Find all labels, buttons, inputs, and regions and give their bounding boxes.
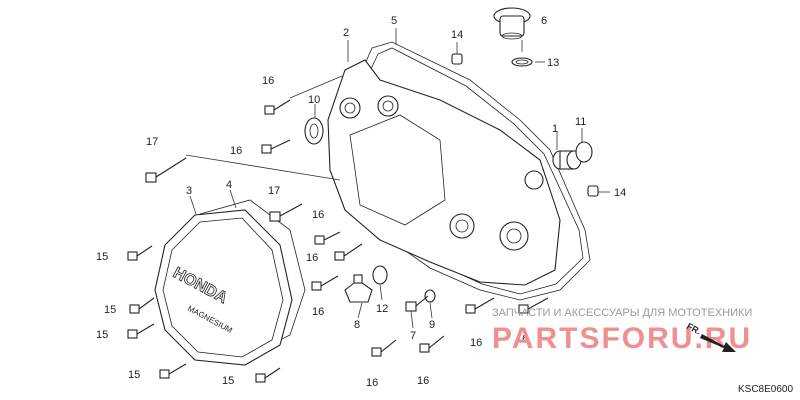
flange-bolt (518, 297, 549, 314)
clutch-cover: HONDA MAGNESIUM (154, 209, 293, 366)
flange-bolt (314, 231, 341, 245)
callout-15: 15 (96, 329, 108, 341)
oil-filler-o-ring (511, 57, 533, 67)
watermark: ЗАПЧАСТИ И АКСЕССУАРЫ ДЛЯ МОТОТЕХНИКИ PA… (492, 307, 752, 355)
callout-15: 15 (128, 369, 140, 381)
right-crankcase-cover (327, 59, 561, 286)
callout-4: 4 (226, 179, 232, 191)
watermark-logo: PARTSFORU.RU (492, 322, 752, 355)
callout-9: 9 (429, 319, 435, 331)
flange-bolt (261, 139, 291, 154)
callout-16: 16 (516, 333, 528, 345)
callout-16: 16 (366, 377, 378, 389)
dowel-pin (587, 185, 599, 197)
callout-14: 14 (614, 187, 626, 199)
o-ring (372, 265, 388, 285)
callout-16: 16 (312, 209, 324, 221)
callouts: 2 5 14 6 13 16 10 1 11 17 16 3 4 17 14 1… (96, 15, 626, 389)
callout-16: 16 (417, 375, 429, 387)
callout-15: 15 (104, 304, 116, 316)
callout-17: 17 (268, 185, 280, 197)
flange-bolt (145, 157, 187, 183)
callout-7: 7 (410, 330, 416, 342)
flange-bolt (127, 323, 155, 339)
callout-13: 13 (547, 57, 559, 69)
callout-11: 11 (575, 116, 586, 128)
callout-16: 16 (312, 306, 324, 318)
callout-17: 17 (146, 136, 158, 148)
flange-bolt (405, 295, 429, 312)
flange-bolt (465, 297, 495, 314)
flange-bolt (129, 297, 155, 314)
flange-bolt (255, 367, 281, 383)
callout-1: 1 (552, 123, 558, 135)
callout-3: 3 (186, 185, 192, 197)
callout-5: 5 (391, 15, 397, 27)
bushing (552, 150, 582, 170)
callout-15: 15 (96, 251, 108, 263)
callout-16: 16 (306, 252, 318, 264)
diagram-code: KSC8E0600 (738, 384, 793, 395)
callout-2: 2 (343, 27, 349, 39)
flange-bolt (311, 275, 339, 291)
o-ring (575, 141, 593, 163)
dowel-pin (451, 53, 463, 65)
leader-lines (185, 28, 610, 329)
oil-seal (304, 117, 324, 145)
flange-bolt (334, 243, 363, 261)
sealing-washer (424, 289, 436, 303)
flange-bolt (419, 335, 445, 353)
flange-bolt (269, 203, 303, 222)
watermark-tagline: ЗАПЧАСТИ И АКСЕССУАРЫ ДЛЯ МОТОТЕХНИКИ (492, 307, 752, 319)
arrow-icon (700, 334, 736, 352)
bolts (127, 99, 549, 383)
callout-6: 6 (541, 15, 547, 27)
flange-bolt (159, 363, 187, 379)
callout-12: 12 (376, 303, 388, 315)
callout-8: 8 (354, 319, 360, 331)
callout-14: 14 (451, 29, 463, 41)
callout-15: 15 (222, 375, 234, 387)
drain-plug (344, 274, 373, 303)
flange-bolt (127, 245, 153, 261)
oil-filler-cap (493, 7, 531, 40)
flange-bolt (264, 99, 291, 115)
callout-16: 16 (230, 145, 242, 157)
callout-10: 10 (308, 94, 320, 106)
flange-bolt (371, 339, 397, 357)
callout-16: 16 (470, 337, 482, 349)
callout-16: 16 (262, 75, 274, 87)
